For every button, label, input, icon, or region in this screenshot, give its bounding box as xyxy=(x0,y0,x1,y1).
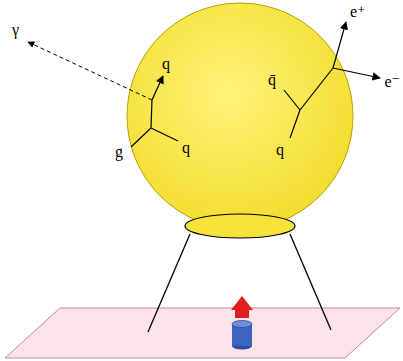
neck-ring xyxy=(185,214,295,238)
positron-line xyxy=(333,22,346,68)
particle-label: q̄ xyxy=(268,72,276,88)
particle-label: γ xyxy=(12,22,19,38)
photon-line xyxy=(28,42,152,100)
antiquark-line xyxy=(284,90,300,110)
light-arrow xyxy=(231,296,253,318)
particle-label: q xyxy=(182,140,190,156)
particle-label: g xyxy=(115,144,123,160)
particle-label: q xyxy=(276,142,284,158)
stand-leg xyxy=(148,234,190,332)
particle-label: q xyxy=(162,56,170,72)
quark-line xyxy=(290,110,300,138)
electron-line xyxy=(333,68,380,78)
stand-leg xyxy=(290,234,331,330)
quark-line xyxy=(131,76,163,147)
particle-label: e⁺ xyxy=(350,4,366,20)
ground-plane xyxy=(5,308,400,358)
sphere xyxy=(127,3,353,229)
quark-line xyxy=(151,128,178,141)
boson-line xyxy=(300,68,333,110)
particle-label: e⁻ xyxy=(384,74,400,90)
cylinder-top xyxy=(232,321,252,328)
